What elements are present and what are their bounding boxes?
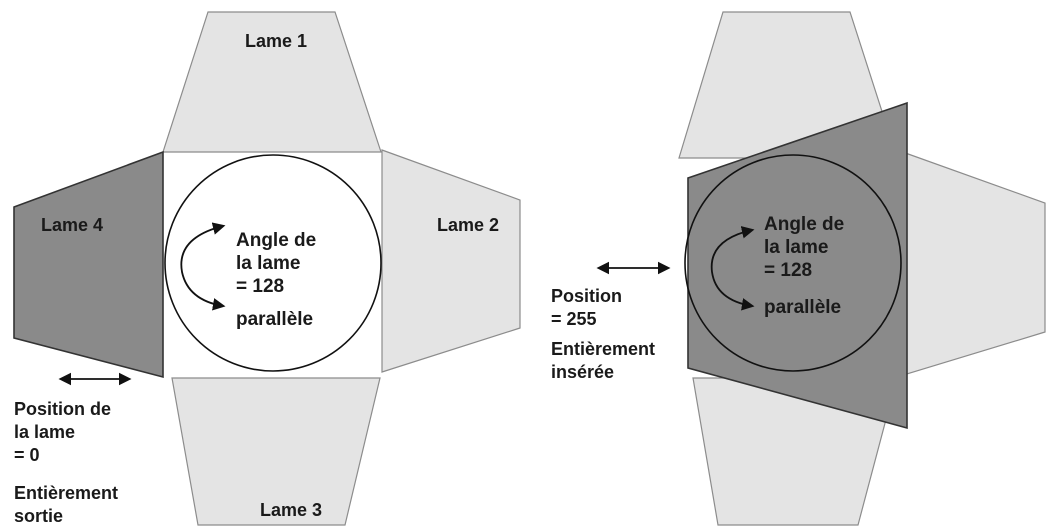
right-position-line-2: = 255 bbox=[551, 309, 597, 329]
left-blade-3-label: Lame 3 bbox=[260, 500, 322, 520]
left-blade-1-label: Lame 1 bbox=[245, 31, 307, 51]
right-position-state-line-1: Entièrement bbox=[551, 339, 655, 359]
left-angle-line-1: Angle de bbox=[236, 230, 316, 251]
right-angle-line-1: Angle de bbox=[764, 214, 844, 235]
left-angle-line-2: la lame bbox=[236, 253, 300, 274]
left-blade-4-label: Lame 4 bbox=[41, 215, 103, 235]
right-blade-4 bbox=[687, 101, 908, 430]
right-position-state: Entièrement insérée bbox=[551, 339, 660, 382]
right-position-label: Position = 255 bbox=[551, 286, 627, 329]
left-angle-label: Angle de la lame = 128 bbox=[236, 230, 322, 297]
left-angle-state: parallèle bbox=[236, 309, 313, 330]
right-angle-line-3: = 128 bbox=[764, 260, 812, 281]
left-position-state-line-2: sortie bbox=[14, 506, 63, 526]
right-beam-circle bbox=[684, 154, 902, 372]
right-rotation-arrow bbox=[710, 226, 755, 311]
left-angle-line-3: = 128 bbox=[236, 276, 284, 297]
left-beam-circle bbox=[164, 154, 382, 372]
right-blade-2 bbox=[896, 149, 1046, 378]
right-angle-label: Angle de la lame = 128 bbox=[764, 214, 850, 281]
left-position-line-3: = 0 bbox=[14, 445, 40, 465]
right-angle-line-2: la lame bbox=[764, 237, 828, 258]
left-position-label: Position de la lame = 0 bbox=[14, 399, 116, 465]
left-blade-4 bbox=[13, 150, 164, 379]
right-panel: Angle de la lame = 128 parallèle Positio… bbox=[551, 11, 1046, 526]
left-blade-2 bbox=[381, 149, 521, 373]
left-panel: Lame 1 Lame 2 Lame 3 Lame 4 Angle de la … bbox=[13, 11, 521, 526]
left-position-state: Entièrement sortie bbox=[14, 483, 123, 526]
left-blade-3 bbox=[171, 377, 381, 526]
left-rotation-arrow bbox=[180, 222, 226, 311]
right-angle-state: parallèle bbox=[764, 297, 841, 318]
left-blade-1 bbox=[162, 11, 382, 153]
left-position-state-line-1: Entièrement bbox=[14, 483, 118, 503]
left-blade-2-label: Lame 2 bbox=[437, 215, 499, 235]
right-position-line-1: Position bbox=[551, 286, 622, 306]
left-position-line-1: Position de bbox=[14, 399, 111, 419]
right-position-state-line-2: insérée bbox=[551, 362, 614, 382]
left-position-line-2: la lame bbox=[14, 422, 75, 442]
